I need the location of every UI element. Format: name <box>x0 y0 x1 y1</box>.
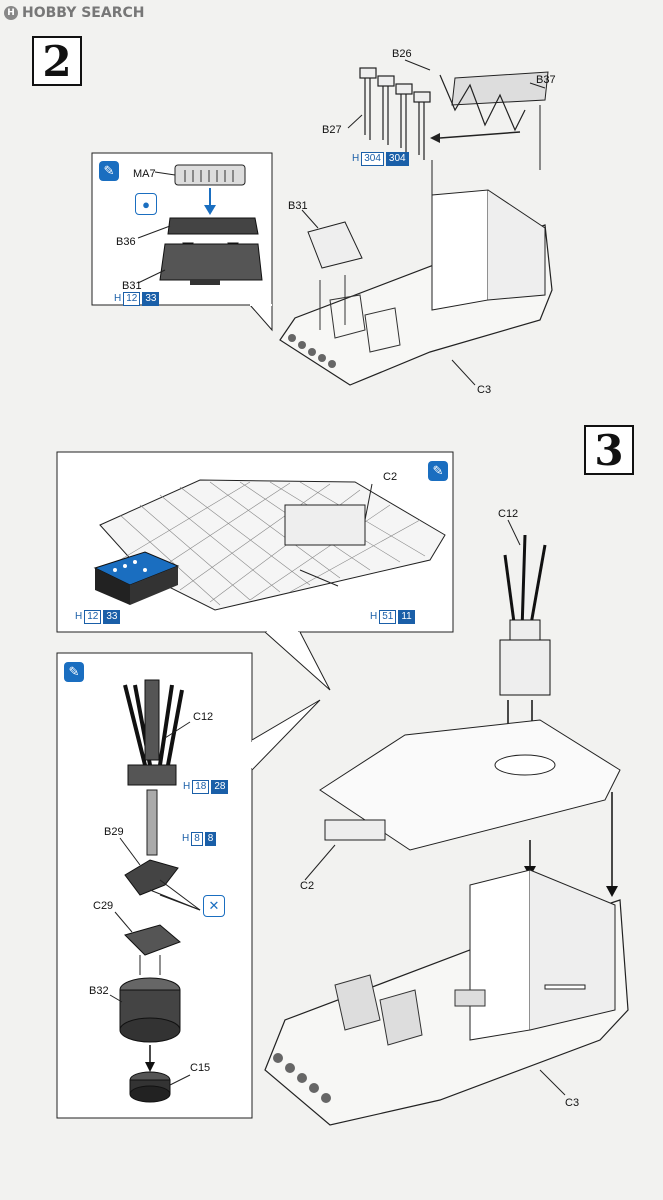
label-b27: B27 <box>322 124 342 136</box>
label-c3-main: C3 <box>565 1097 580 1109</box>
c12-inset-part <box>123 679 184 786</box>
label-b37: B37 <box>536 74 556 86</box>
hobby-search-logo: H HOBBY SEARCH <box>4 3 144 23</box>
label-c12-top: C12 <box>498 508 519 520</box>
label-c15: C15 <box>190 1062 211 1074</box>
b37-part <box>451 71 549 106</box>
label-ma7: MA7 <box>133 168 156 180</box>
c3-seats <box>319 275 401 353</box>
label-c2-main: C2 <box>300 880 315 892</box>
b31-main-part <box>307 221 363 269</box>
step2-callout-pointer <box>249 304 273 332</box>
paint-icon: ✎ <box>64 662 84 682</box>
logo-mark-icon: H <box>4 6 18 20</box>
label-b26: B26 <box>392 48 412 60</box>
c3-seats-main <box>334 974 486 1046</box>
step-3-number: 3 <box>584 425 634 475</box>
label-c2-inset: C2 <box>383 471 398 483</box>
paint-icon: ✎ <box>428 461 448 481</box>
label-b32: B32 <box>89 985 109 997</box>
label-c12-inset: C12 <box>193 711 214 723</box>
label-c29: C29 <box>93 900 114 912</box>
label-c3: C3 <box>477 384 492 396</box>
c29-part <box>124 924 181 956</box>
ma7-detail <box>184 170 234 182</box>
b36-part <box>167 217 259 235</box>
paint-drop-icon: ● <box>135 193 157 215</box>
label-b31-inset: B31 <box>122 280 142 292</box>
c2-floor-main <box>319 719 621 851</box>
logo-text: HOBBY SEARCH <box>22 5 145 21</box>
label-b29: B29 <box>104 826 124 838</box>
paint-icon: ✎ <box>99 161 119 181</box>
c12-rod <box>146 789 158 856</box>
b26-bracket <box>439 74 526 132</box>
step-2-number: 2 <box>32 36 82 86</box>
glue-icon: ✕ <box>203 895 225 917</box>
c12-top-part <box>499 534 551 696</box>
c3-lightening-holes <box>288 334 336 368</box>
c3-main-lightening-holes <box>273 1053 331 1103</box>
label-b31: B31 <box>288 200 308 212</box>
b27-parts <box>359 67 431 160</box>
label-b36: B36 <box>116 236 136 248</box>
b29-part <box>124 859 179 896</box>
b31-inset-part <box>159 243 263 281</box>
